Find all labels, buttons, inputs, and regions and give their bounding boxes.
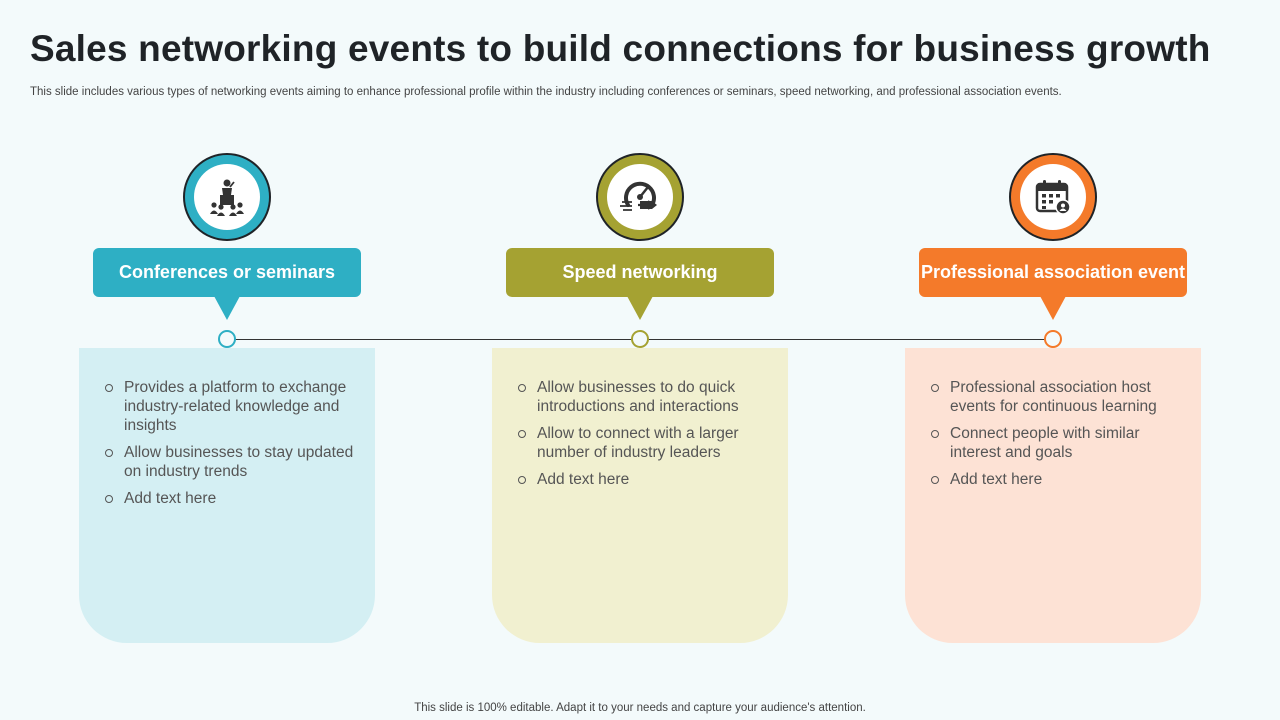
bullet-list: Provides a platform to exchange industry…: [79, 348, 375, 508]
list-item: Add text here: [931, 470, 1181, 489]
list-item: Professional association host events for…: [931, 378, 1181, 416]
event-column-conferences: Conferences or seminars Provides a platf…: [79, 0, 375, 720]
speedometer-icon: [620, 181, 657, 211]
bullet-icon: [931, 430, 939, 438]
calendar-event-icon-badge: [1009, 153, 1097, 241]
label-pointer: [627, 296, 653, 320]
bullet-list: Professional association host events for…: [905, 348, 1201, 489]
event-card: Professional association host events for…: [905, 348, 1201, 643]
event-label: Speed networking: [506, 248, 774, 297]
bullet-list: Allow businesses to do quick introductio…: [492, 348, 788, 489]
bullet-icon: [931, 384, 939, 392]
timeline-dot: [218, 330, 236, 348]
event-column-professional-association: Professional association event Professio…: [905, 0, 1201, 720]
bullet-icon: [931, 476, 939, 484]
bullet-icon: [518, 430, 526, 438]
timeline-dot: [631, 330, 649, 348]
conference-icon: [210, 179, 244, 216]
label-pointer: [214, 296, 240, 320]
list-item: Provides a platform to exchange industry…: [105, 378, 355, 435]
list-item: Connect people with similar interest and…: [931, 424, 1181, 462]
page-subtitle: This slide includes various types of net…: [30, 86, 1062, 98]
event-card: Provides a platform to exchange industry…: [79, 348, 375, 643]
speedometer-icon-badge: [596, 153, 684, 241]
list-item: Add text here: [105, 489, 355, 508]
timeline-dot: [1044, 330, 1062, 348]
bullet-icon: [105, 495, 113, 503]
bullet-icon: [105, 449, 113, 457]
conference-icon-badge: [183, 153, 271, 241]
event-label: Professional association event: [919, 248, 1187, 297]
page-title: Sales networking events to build connect…: [30, 28, 1211, 69]
event-label: Conferences or seminars: [93, 248, 361, 297]
bullet-icon: [518, 384, 526, 392]
footer-note: This slide is 100% editable. Adapt it to…: [414, 702, 866, 714]
label-pointer: [1040, 296, 1066, 320]
bullet-icon: [105, 384, 113, 392]
calendar-event-icon: [1035, 180, 1071, 215]
event-column-speed-networking: Speed networking Allow businesses to do …: [492, 0, 788, 720]
event-card: Allow businesses to do quick introductio…: [492, 348, 788, 643]
list-item: Allow to connect with a larger number of…: [518, 424, 768, 462]
bullet-icon: [518, 476, 526, 484]
list-item: Add text here: [518, 470, 768, 489]
list-item: Allow businesses to do quick introductio…: [518, 378, 768, 416]
list-item: Allow businesses to stay updated on indu…: [105, 443, 355, 481]
